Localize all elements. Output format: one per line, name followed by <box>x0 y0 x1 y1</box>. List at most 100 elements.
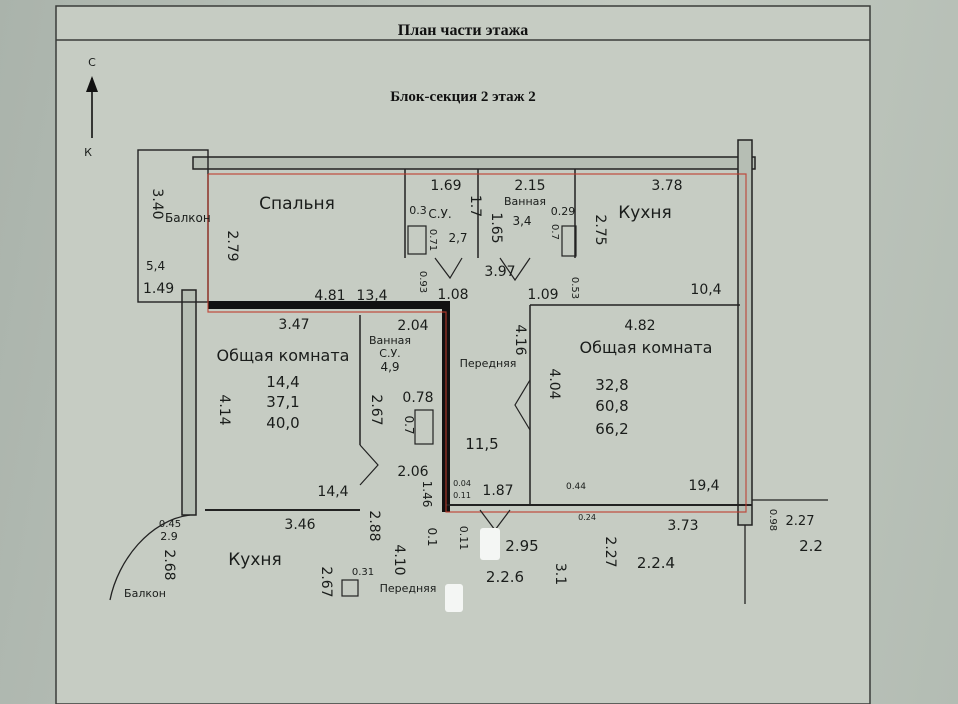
living-right-dim-top: 4.82 <box>624 318 655 334</box>
apt-22-label: 2.2 <box>799 537 823 555</box>
kitchen-right-label: Кухня <box>618 203 672 223</box>
wc-top-dim-v: 1.7 <box>467 195 483 217</box>
toilet-icon <box>407 225 427 255</box>
bedroom-dim-side: 2.79 <box>224 230 240 261</box>
balcony-bottom-dim-1: 0.45 <box>159 519 181 530</box>
fixtures <box>341 225 577 597</box>
balcony-top-area: 5,4 <box>146 259 165 273</box>
living-right-area-room: 32,8 <box>595 376 628 394</box>
redaction-mark <box>480 528 500 560</box>
bath-top-label: Ванная <box>504 195 546 208</box>
balcony-top-label: Балкон <box>165 211 211 225</box>
bedroom-dim-top: 1.69 <box>430 178 461 194</box>
balcony-bottom-dim-3: 2.68 <box>161 549 177 580</box>
balcony-bottom-dim-2: 2.9 <box>160 530 178 543</box>
bath-mid-label-2: С.У. <box>379 347 400 360</box>
wc-top-dim-bottom: 1.08 <box>437 287 468 303</box>
wc-top-dim-diag: 0.93 <box>417 271 428 293</box>
bath-sink-icon <box>561 225 577 257</box>
bath-mid-label-1: Ванная <box>369 334 411 347</box>
bath-top-dim-w: 0.29 <box>551 205 576 218</box>
wc-top-area: 2,7 <box>448 231 467 245</box>
wall-right <box>737 139 753 526</box>
living-left-area-living: 37,1 <box>266 393 299 411</box>
bath-top-area: 3,4 <box>512 214 531 228</box>
apt-22-dim-1: 2.27 <box>786 514 815 529</box>
bath-top-dim-small: 0.7 <box>549 224 560 240</box>
living-left-dim-top: 3.47 <box>278 317 309 333</box>
apt-224-label: 2.2.4 <box>637 554 675 572</box>
kitchen-bottom-label: Кухня <box>228 550 282 570</box>
kitchen-right-dim-bottom: 1.09 <box>527 287 558 303</box>
balcony-top-dim-v: 3.40 <box>149 188 165 219</box>
kitchen-right-dim-side: 2.75 <box>592 214 608 245</box>
door-bath-icon <box>499 257 531 282</box>
kitchen-bottom-dim-top: 3.46 <box>284 517 315 533</box>
wc-top-label: С.У. <box>428 207 451 221</box>
bath-mid-dim-side: 2.67 <box>368 394 384 425</box>
bedroom-area: 13,4 <box>356 288 387 304</box>
door-bath-mid-icon <box>359 444 379 486</box>
apt-224-dim-2: 3.73 <box>667 518 698 534</box>
living-left-dim-side: 4.14 <box>216 394 232 425</box>
bath-top-dim-top: 2.15 <box>514 178 545 194</box>
bath-top-dim-side: 1.65 <box>488 212 504 243</box>
hall-mid-dim-side: 4.16 <box>512 324 528 355</box>
bath-mid-dim-bottom: 2.06 <box>397 464 428 480</box>
kitchen-bottom-dim-side: 2.67 <box>318 566 334 597</box>
hall-mid-dim-small-3: 0.11 <box>453 491 471 500</box>
bath-mid-dim-small: 0.78 <box>402 390 433 406</box>
hall-mid-area: 11,5 <box>465 435 498 453</box>
room-labels: 3.40 Балкон 5,4 1.49 Спальня 1.69 2.79 4… <box>124 178 823 600</box>
door-living-right-icon <box>514 379 531 431</box>
kitchen-stove-icon <box>341 579 359 597</box>
living-left-area-room: 14,4 <box>266 373 299 391</box>
wc-top-dim-w: 0.3 <box>409 204 427 217</box>
kitchen-right-dim-top: 3.78 <box>651 178 682 194</box>
living-right-area-bottom: 19,4 <box>688 478 719 494</box>
north-arrow-icon <box>86 76 98 92</box>
hall-mid-dim-small-2: 0.04 <box>453 479 471 488</box>
bedroom-dim-bottom: 4.81 <box>314 288 345 304</box>
living-right-dim-side: 4.04 <box>546 368 562 399</box>
bath-mid-dim-v: 0.7 <box>402 415 416 434</box>
kitchen-right-area: 10,4 <box>690 282 721 298</box>
living-left-area-bottom: 14,4 <box>317 484 348 500</box>
hall-bottom-dim-small: 0.11 <box>457 526 470 551</box>
hall-mid-dim-bottom: 1.87 <box>482 483 513 499</box>
bath-mid-dim-top: 2.04 <box>397 318 428 334</box>
kitchen-bottom-dim-small: 0.31 <box>352 567 374 578</box>
kitchen-bottom-dim-v: 4.10 <box>391 544 407 575</box>
hall-bottom-label: Передняя <box>380 582 437 595</box>
compass-south-label: К <box>84 146 92 159</box>
living-right-area-living: 60,8 <box>595 397 628 415</box>
balcony-bottom-label: Балкон <box>124 587 166 600</box>
mid-bath-fixture-icon <box>414 409 434 445</box>
balcony-bottom-arc <box>109 514 191 601</box>
redaction-mark <box>445 584 463 612</box>
apt-22-dim-2: 0.98 <box>767 509 778 531</box>
kitchen-bottom-dim-side-2: 2.88 <box>366 510 382 541</box>
wall-left <box>181 289 197 516</box>
hall-mid-label: Передняя <box>460 357 517 370</box>
sheet-subtitle: Блок-секция 2 этаж 2 <box>390 89 535 105</box>
balcony-top-dim-h: 1.49 <box>143 281 174 297</box>
kitchen-right-dim-small: 0.53 <box>569 277 580 299</box>
living-right-label: Общая комната <box>580 338 713 357</box>
wall-top <box>192 156 756 170</box>
apt-226-dim-2: 3.1 <box>552 563 568 585</box>
bedroom-label: Спальня <box>259 194 335 214</box>
kitchen-bottom-dim-w: 0.1 <box>425 527 439 546</box>
apt-224-dim-3: 0.24 <box>578 513 596 522</box>
living-left-area-total: 40,0 <box>266 414 299 432</box>
bath-top-dim-bottom: 3.97 <box>484 264 515 280</box>
apt-226-label: 2.2.6 <box>486 568 524 586</box>
walls <box>109 139 828 604</box>
apt-226-dim-1: 2.95 <box>505 537 538 555</box>
bath-mid-area: 4,9 <box>380 360 399 374</box>
door-wc-icon <box>434 257 463 280</box>
compass: С К <box>84 56 98 159</box>
living-left-label: Общая комната <box>217 346 350 365</box>
